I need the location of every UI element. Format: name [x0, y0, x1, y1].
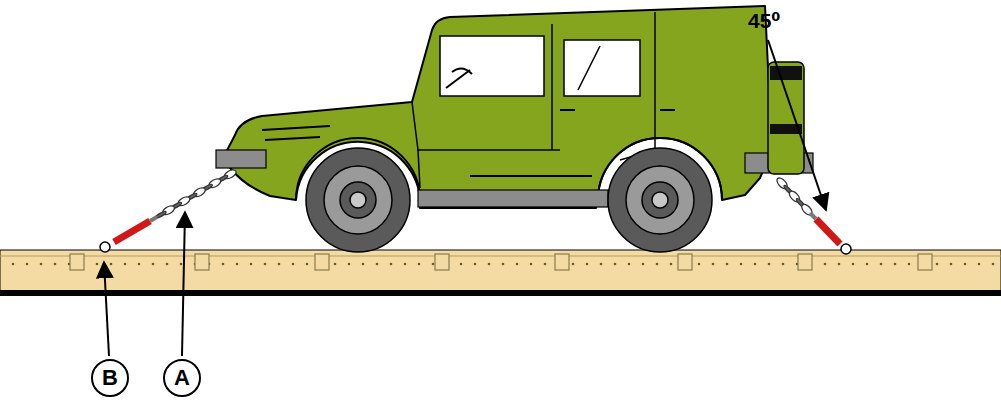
callout-circle: B: [91, 359, 129, 397]
vehicle: [560, 109, 575, 111]
vehicle: [564, 40, 640, 96]
vehicle: [440, 36, 544, 96]
turnbuckle: [100, 242, 110, 252]
callout-letter: B: [102, 367, 118, 389]
turnbuckle: [100, 213, 851, 254]
vehicle: [770, 66, 802, 80]
railcar-deck: [0, 250, 1001, 291]
turnbuckle: [810, 213, 816, 219]
vehicle: [350, 192, 366, 208]
vehicle: [642, 182, 678, 218]
turnbuckle: [150, 217, 157, 221]
vehicle: [412, 102, 560, 150]
vehicle: [418, 190, 608, 207]
vehicle: [418, 150, 420, 188]
railcar-deck: [678, 254, 692, 270]
vehicle: [578, 46, 600, 90]
tie-down-chain: [155, 168, 814, 219]
railcar-deck: [0, 256, 1001, 257]
railcar-deck: [70, 254, 84, 270]
leader-arrow: [104, 262, 109, 356]
vehicle: [216, 150, 266, 168]
vehicle: [216, 6, 813, 252]
railcar-deck: [435, 254, 449, 270]
vehicle: [626, 166, 694, 234]
callout-letter: A: [174, 367, 190, 389]
vehicle: [652, 192, 668, 208]
vehicle: [324, 166, 392, 234]
railcar-deck: [0, 250, 1001, 291]
vehicle: [768, 62, 804, 174]
vehicle: [660, 109, 675, 111]
leader-arrow: [104, 40, 826, 356]
railcar-deck: [0, 250, 1001, 296]
turnbuckle: [816, 219, 840, 244]
vehicle: [306, 148, 410, 252]
railcar-deck: [70, 254, 932, 270]
vehicle: [551, 24, 553, 150]
vehicle: [470, 175, 592, 177]
vehicle: [608, 148, 712, 252]
leader-arrow: [768, 40, 826, 210]
railcar-deck: [0, 290, 1001, 296]
railcar-deck: [195, 254, 209, 270]
callout-circle: A: [163, 359, 201, 397]
railcar-deck: [555, 254, 569, 270]
railcar-deck: [315, 254, 329, 270]
railcar-deck: [798, 254, 812, 270]
turnbuckle: [841, 244, 851, 254]
vehicle: [340, 182, 376, 218]
vehicle: [306, 148, 712, 252]
vehicle: [265, 137, 320, 140]
angle-label: 45⁰: [748, 10, 781, 31]
vehicle: [446, 68, 472, 88]
turnbuckle: [114, 221, 150, 242]
leader-arrow: [182, 212, 185, 356]
vehicle: [262, 126, 330, 130]
railcar-deck: [918, 254, 932, 270]
